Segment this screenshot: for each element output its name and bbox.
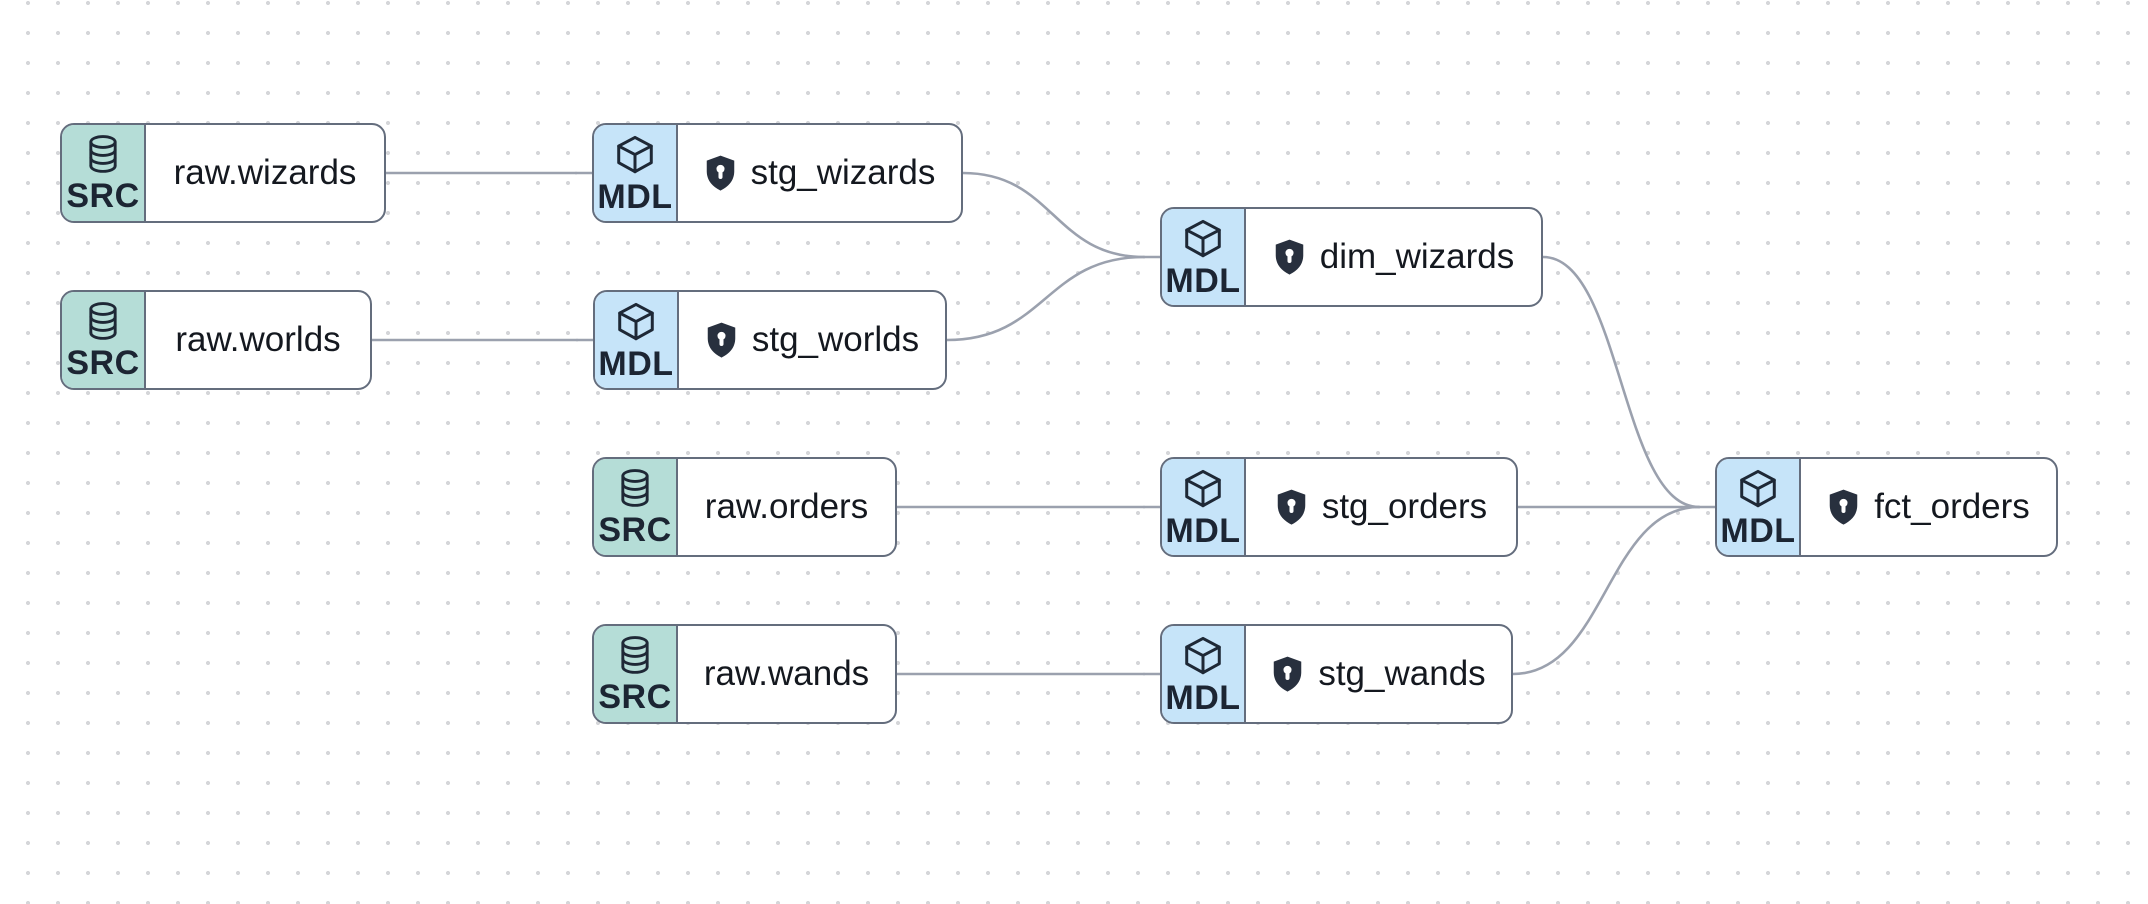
node-fct-orders[interactable]: MDL fct_orders bbox=[1715, 457, 2058, 557]
node-label: raw.wizards bbox=[173, 153, 357, 192]
node-body: stg_orders bbox=[1246, 459, 1516, 555]
cube-icon bbox=[1740, 469, 1776, 507]
node-type-label: SRC bbox=[66, 176, 140, 215]
contract-shield-icon bbox=[704, 154, 737, 192]
node-stg-orders[interactable]: MDL stg_orders bbox=[1160, 457, 1518, 557]
node-body: raw.wands bbox=[678, 626, 895, 722]
node-raw-orders[interactable]: SRC raw.orders bbox=[592, 457, 897, 557]
node-type-label: MDL bbox=[598, 344, 674, 383]
lineage-edge bbox=[1541, 255, 1701, 509]
node-body: raw.wizards bbox=[146, 125, 384, 221]
database-icon bbox=[621, 468, 649, 507]
node-label: stg_orders bbox=[1321, 487, 1488, 526]
contract-shield-icon bbox=[1275, 488, 1308, 526]
node-stg-wands[interactable]: MDL stg_wands bbox=[1160, 624, 1513, 724]
node-label: stg_wands bbox=[1318, 654, 1486, 693]
node-type-label: MDL bbox=[1165, 511, 1241, 550]
contract-shield-icon bbox=[1273, 238, 1306, 276]
lineage-edge bbox=[945, 255, 1146, 342]
contract-shield-icon bbox=[1827, 488, 1860, 526]
node-label: raw.orders bbox=[704, 487, 869, 526]
node-type-label: MDL bbox=[1165, 261, 1241, 300]
node-body: stg_wizards bbox=[678, 125, 961, 221]
node-type-badge: SRC bbox=[62, 125, 146, 221]
node-type-label: SRC bbox=[66, 343, 140, 382]
node-body: raw.worlds bbox=[146, 292, 370, 388]
contract-shield-icon bbox=[705, 321, 738, 359]
database-icon bbox=[89, 301, 117, 340]
node-type-badge: MDL bbox=[1162, 626, 1246, 722]
node-label: raw.wands bbox=[703, 654, 870, 693]
lineage-edge bbox=[1511, 505, 1701, 676]
node-type-label: MDL bbox=[597, 177, 673, 216]
cube-icon bbox=[617, 135, 653, 173]
node-type-badge: SRC bbox=[62, 292, 146, 388]
node-type-badge: MDL bbox=[1717, 459, 1801, 555]
contract-shield-icon bbox=[1271, 655, 1304, 693]
node-label: stg_worlds bbox=[751, 320, 920, 359]
node-type-badge: MDL bbox=[594, 125, 678, 221]
node-raw-wands[interactable]: SRC raw.wands bbox=[592, 624, 897, 724]
node-body: dim_wizards bbox=[1246, 209, 1541, 305]
node-type-badge: SRC bbox=[594, 459, 678, 555]
node-type-badge: SRC bbox=[594, 626, 678, 722]
lineage-edge bbox=[961, 171, 1146, 259]
node-type-label: SRC bbox=[598, 510, 672, 549]
node-type-badge: MDL bbox=[1162, 459, 1246, 555]
node-label: fct_orders bbox=[1874, 487, 2030, 526]
database-icon bbox=[621, 635, 649, 674]
node-label: raw.worlds bbox=[175, 320, 341, 359]
node-body: stg_wands bbox=[1246, 626, 1511, 722]
node-label: stg_wizards bbox=[750, 153, 936, 192]
cube-icon bbox=[1185, 469, 1221, 507]
node-dim-wizards[interactable]: MDL dim_wizards bbox=[1160, 207, 1543, 307]
cube-icon bbox=[618, 302, 654, 340]
node-stg-worlds[interactable]: MDL stg_worlds bbox=[593, 290, 947, 390]
node-type-label: MDL bbox=[1165, 678, 1241, 717]
node-body: stg_worlds bbox=[679, 292, 945, 388]
node-stg-wizards[interactable]: MDL stg_wizards bbox=[592, 123, 963, 223]
node-type-label: MDL bbox=[1720, 511, 1796, 550]
cube-icon bbox=[1185, 636, 1221, 674]
node-type-badge: MDL bbox=[1162, 209, 1246, 305]
node-body: raw.orders bbox=[678, 459, 895, 555]
node-type-label: SRC bbox=[598, 677, 672, 716]
cube-icon bbox=[1185, 219, 1221, 257]
node-body: fct_orders bbox=[1801, 459, 2056, 555]
node-raw-worlds[interactable]: SRC raw.worlds bbox=[60, 290, 372, 390]
node-label: dim_wizards bbox=[1319, 237, 1515, 276]
node-raw-wizards[interactable]: SRC raw.wizards bbox=[60, 123, 386, 223]
node-type-badge: MDL bbox=[595, 292, 679, 388]
database-icon bbox=[89, 134, 117, 173]
